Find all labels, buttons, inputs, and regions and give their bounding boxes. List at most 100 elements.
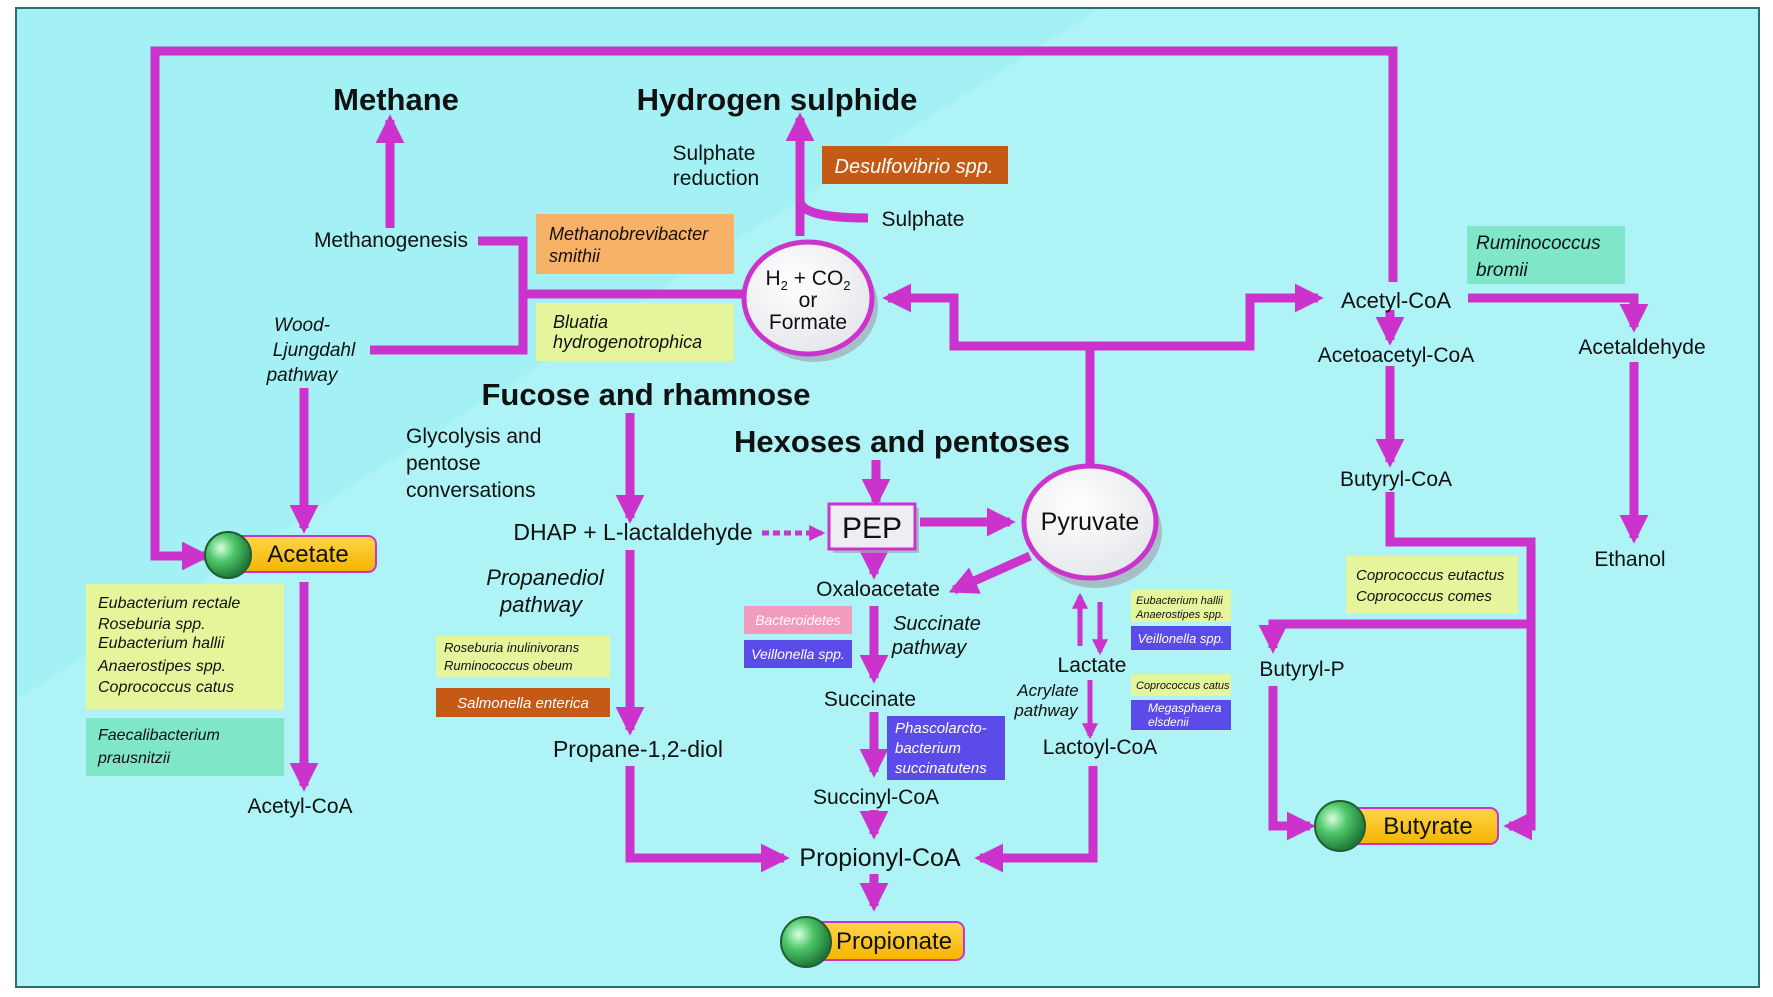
acrylate-label-2: pathway [1013,701,1079,720]
pyruvate-label: Pyruvate [1041,508,1140,536]
acetate-bacteria-item: Coprococcus catus [98,679,234,696]
acetate-bacteria-item: Anaerostipes spp. [97,658,226,675]
methanogenesis-label: Methanogenesis [314,229,468,252]
faecalibacterium-label-1: Faecalibacterium [98,727,220,744]
faecalibacterium-box [86,718,284,776]
salmonella-label: Salmonella enterica [457,695,589,712]
propanediol-path-label-2: pathway [499,592,584,617]
desulfovibrio-box [822,146,1008,184]
phascolarctobacterium-box [887,716,1005,780]
roseburia-box [436,636,610,678]
pyruvate-branch [882,283,1095,468]
pyruvate-to-oxaloacetate-arrow [948,551,1032,595]
ethanol-label: Ethanol [1594,548,1665,571]
loop-arrow-to-acetate [150,46,1398,571]
coprococcus-catus-small-label: Coprococcus catus [1136,680,1230,692]
oxaloacetate-label: Oxaloacetate [816,578,940,601]
h2-formate: Formate [769,311,847,334]
succinate-label: Succinate [824,688,916,711]
h2-or: or [799,289,818,312]
butyrylcoa-to-butyrate-arrow [1385,492,1536,841]
roseburia-label: Roseburia inulinivorans [444,640,580,655]
butyrylcoa-label: Butyryl-CoA [1340,468,1452,491]
methanobrevibacter-label-1: Methanobrevibacter [549,224,709,244]
h2-formate-node: H2 + CO2 or Formate [741,239,878,362]
salmonella-box [436,688,610,717]
glycolysis-label-1: Glycolysis and [406,425,541,448]
acetate-bacteria-box [86,584,284,710]
title-methane: Methane [333,82,459,117]
acetylcoa-to-acetaldehyde-arrow [1468,293,1649,333]
ruminococcus-bromii-label-2: bromii [1476,260,1529,281]
wood-label-2: Ljungdahl [273,340,356,361]
glycolysis-label-2: pentose [406,452,481,475]
sulphate-curve [795,199,869,223]
pep-node: PEP [827,502,919,553]
sulphate-label: Sulphate [882,208,965,231]
butyrate-label: Butyrate [1383,813,1472,840]
phascolarcto-label-1: Phascolarcto- [895,720,987,737]
sulphate-reduction-label-2: reduction [673,167,759,190]
propionate-ball-icon [780,916,832,968]
lactoylcoa-to-propionylcoa-arrow [974,766,1098,873]
propanediol-path-label-1: Propanediol [486,565,605,590]
methanobrevibacter-box [536,214,734,274]
coprococcus-eutactus-label: Coprococcus eutactus [1356,567,1505,584]
co2-sub: 2 [843,278,850,293]
succinylcoa-label: Succinyl-CoA [813,786,939,809]
veillonella-left-box [744,640,852,668]
wood-label-3: pathway [266,365,339,386]
bluatia-label-2: hydrogenotrophica [553,332,702,352]
bacteroidetes-box [744,606,852,634]
propionate-label: Propionate [836,928,952,955]
title-fucose: Fucose and rhamnose [481,377,810,412]
butyrate-ball-icon [1314,800,1366,852]
eubacterium-hallii-small-box [1131,590,1231,622]
bluatia-box [536,303,734,361]
bacteroidetes-label: Bacteroidetes [755,612,841,628]
butyrylp-to-butyrate-arrow [1268,686,1316,841]
megasphaera-label-2: elsdenii [1148,715,1189,729]
acetylcoa-left-label: Acetyl-CoA [247,795,352,818]
lactate-label: Lactate [1058,654,1127,677]
acetate-bacteria-item: Eubacterium rectale [98,595,240,612]
svg-text:H2 + CO2: H2 + CO2 [765,267,850,293]
propanediol-to-propionylcoa-arrow [625,766,790,873]
megasphaera-label-1: Megasphaera [1148,701,1222,715]
veillonella-right-label: Veillonella spp. [1138,631,1225,646]
butyrylp-label: Butyryl-P [1259,658,1344,681]
ruminococcus-obeum-label: Ruminococcus obeum [444,658,573,673]
acetate-bacteria-item: Eubacterium hallii [98,635,225,652]
acetate-label: Acetate [267,541,348,568]
methanobrevibacter-label-2: smithii [549,246,601,266]
phascolarcto-label-3: succinatutens [895,760,987,777]
sulphate-reduction-label-1: Sulphate [673,142,756,165]
glycolysis-label-3: conversations [406,479,536,502]
veillonella-left-label: Veillonella spp. [751,646,845,662]
phascolarcto-label-2: bacterium [895,740,961,757]
title-hydrogen-sulphide: Hydrogen sulphide [637,82,918,117]
pyruvate-node: Pyruvate [1021,463,1162,588]
butyrylcoa-to-butyrylp-arrow [1258,619,1531,654]
ruminococcus-bromii-box [1467,226,1625,284]
acetaldehyde-label: Acetaldehyde [1578,336,1705,359]
dhap-label: DHAP + L-lactaldehyde [513,519,752,545]
bluatia-label-1: Bluatia [553,312,608,332]
coprococcus-catus-small-box [1131,674,1231,696]
succinate-path-label-2: pathway [891,637,967,659]
megasphaera-box [1131,700,1231,730]
propionylcoa-label: Propionyl-CoA [799,844,961,872]
pep-label: PEP [842,512,902,545]
h2-sub: 2 [781,278,788,293]
propionate-product: Propionate [780,916,965,968]
eubacterium-hallii-small-label: Eubacterium hallii [1136,595,1223,607]
title-hexoses: Hexoses and pentoses [734,424,1070,459]
acetate-bacteria-item: Roseburia spp. [98,616,206,633]
ruminococcus-bromii-label-1: Ruminococcus [1476,233,1601,254]
veillonella-right-box [1131,626,1231,650]
anaerostipes-small-label: Anaerostipes spp. [1135,609,1224,621]
coprococcus-comes-label: Coprococcus comes [1356,588,1492,605]
